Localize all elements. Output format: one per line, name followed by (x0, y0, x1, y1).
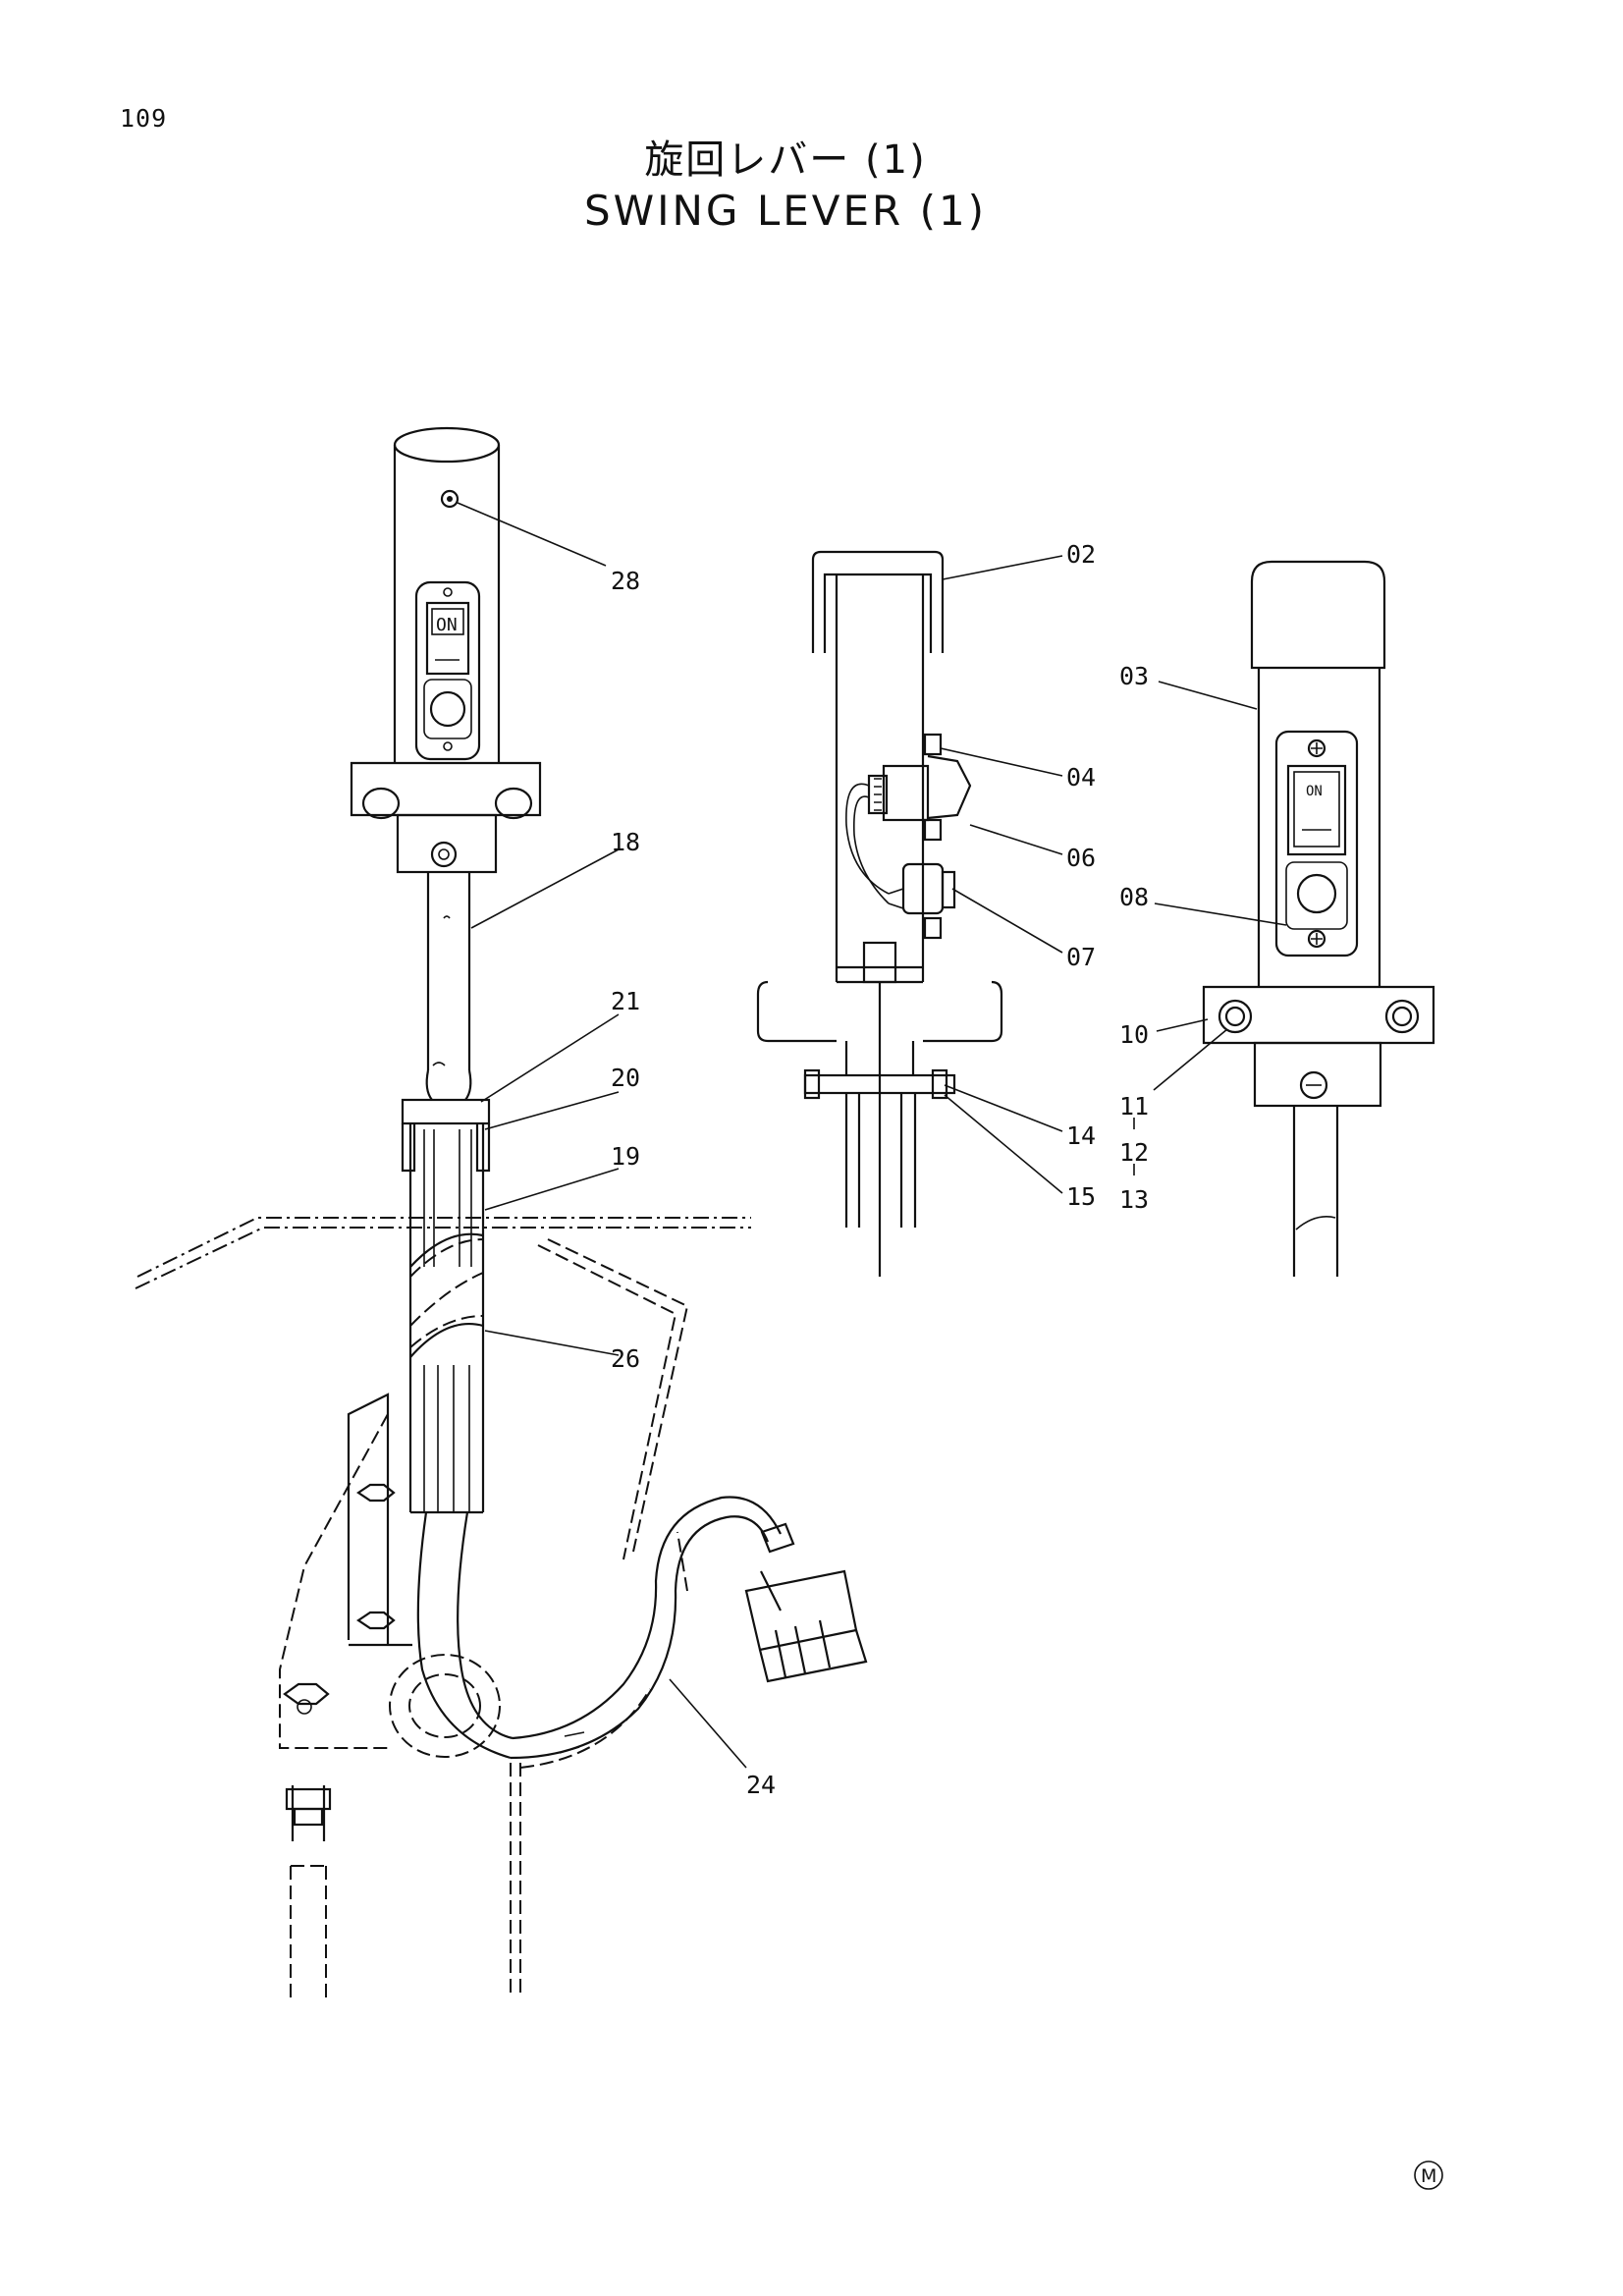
switch-on-label: ON (436, 615, 458, 635)
part-label-19: 19 (611, 1142, 640, 1171)
part-label-12: 12 (1119, 1138, 1149, 1167)
part-label-20: 20 (611, 1064, 640, 1092)
part-label-26: 26 (611, 1344, 640, 1373)
right-front-assembly: ON (1202, 560, 1435, 1277)
part-label-28: 28 (611, 567, 640, 595)
part-label-13: 13 (1119, 1185, 1149, 1214)
part-label-18: 18 (611, 828, 640, 856)
left-lever-assembly: ON (135, 426, 868, 1998)
part-label-15: 15 (1066, 1182, 1096, 1211)
page-number: 109 (120, 104, 168, 133)
switch-on-label-front: ON (1306, 784, 1323, 799)
part-label-21: 21 (611, 987, 640, 1015)
corner-mark-letter: M (1421, 2165, 1436, 2187)
part-label-24: 24 (746, 1771, 776, 1799)
part-label-14: 14 (1066, 1121, 1096, 1150)
title-english: SWING LEVER (1) (583, 187, 988, 235)
part-label-04: 04 (1066, 763, 1096, 792)
part-label-10: 10 (1119, 1020, 1149, 1049)
part-label-06: 06 (1066, 844, 1096, 872)
title-japanese: 旋回レバー (1) (644, 137, 927, 183)
part-label-11: 11 (1119, 1092, 1149, 1121)
part-label-07: 07 (1066, 943, 1096, 971)
part-label-08: 08 (1119, 883, 1149, 911)
part-label-02: 02 (1066, 540, 1096, 569)
middle-section-assembly (756, 550, 1003, 1277)
leader-lines (457, 502, 1287, 1769)
part-label-03: 03 (1119, 662, 1149, 690)
part-labels: 28 18 21 20 19 26 24 02 04 06 07 14 15 0… (611, 540, 1149, 1799)
corner-mark: M (1414, 2160, 1443, 2190)
